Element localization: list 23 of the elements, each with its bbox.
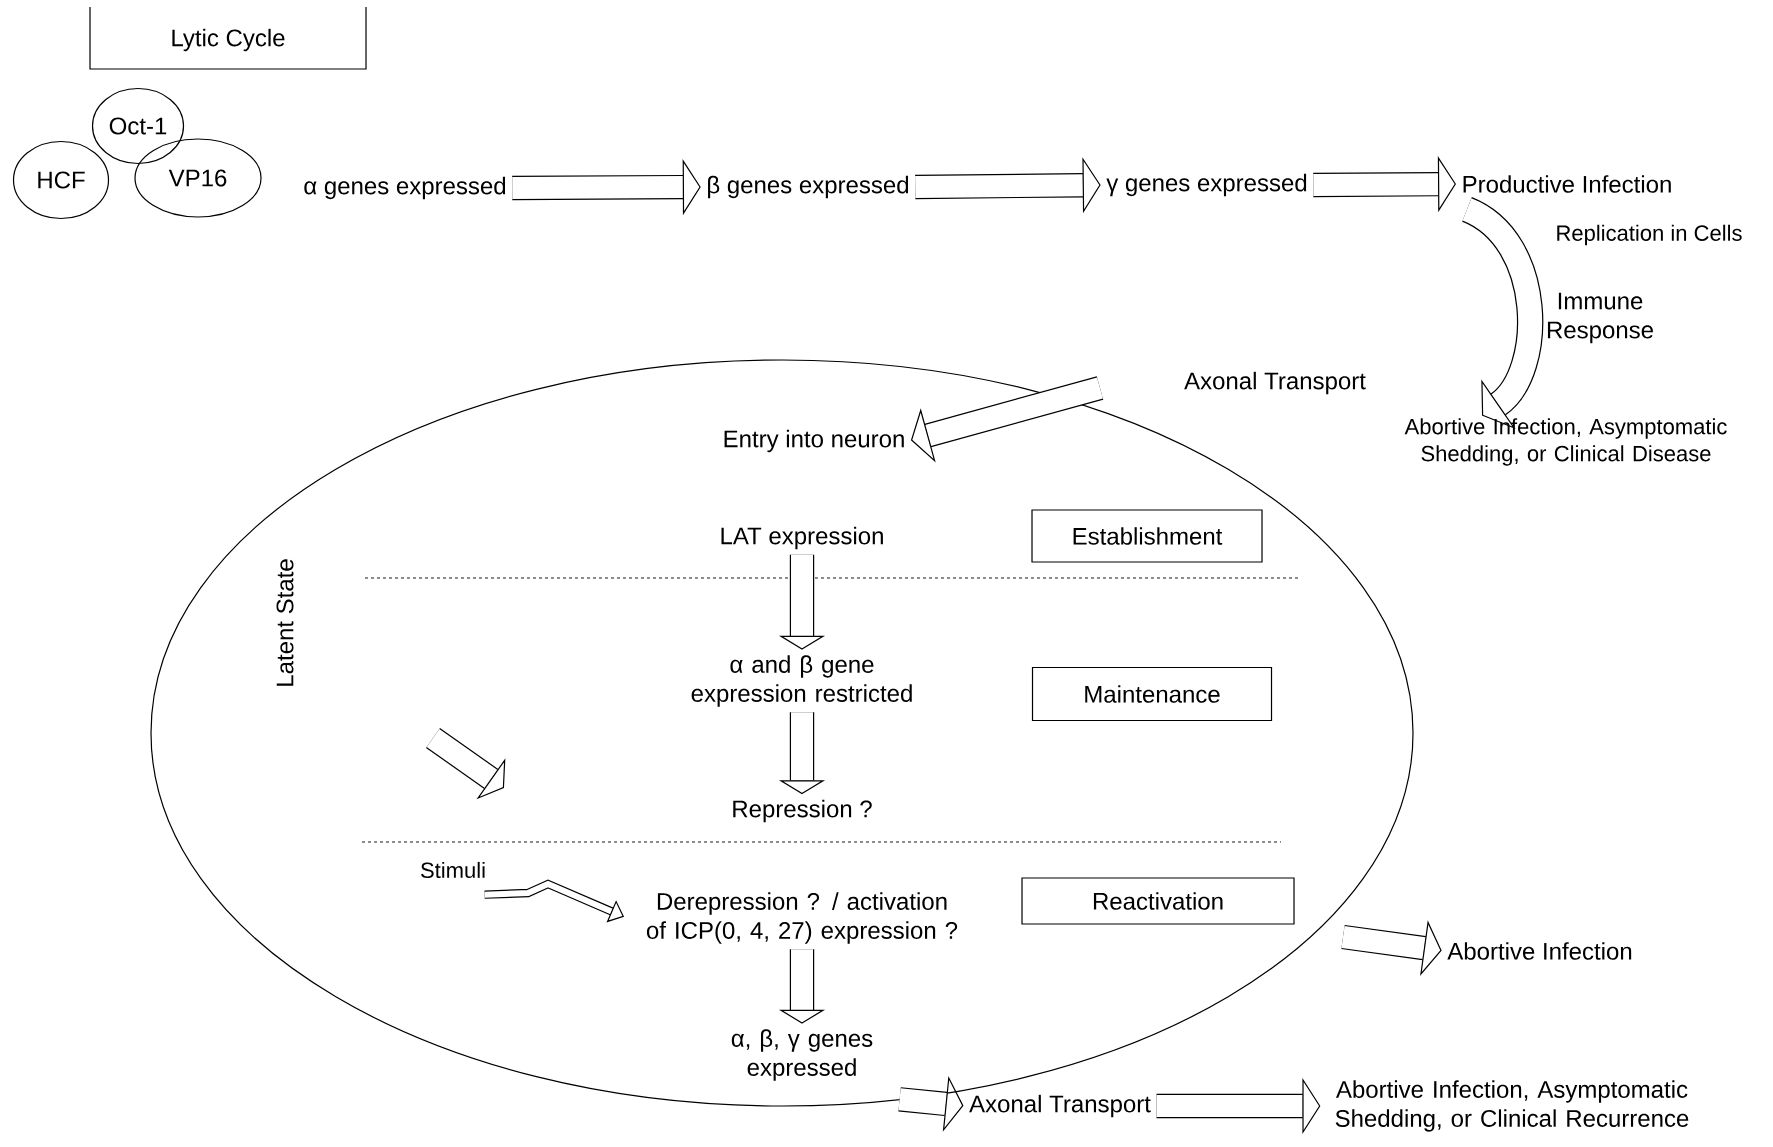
step-text: Abortive Infection, Asymptomatic Shedding, or Clinical Recurrence — [1335, 1080, 1689, 1132]
step-text: Stimuli — [421, 861, 485, 879]
step-text: α and β gene expression restricted — [691, 655, 912, 707]
phase-box: Maintenance — [1031, 666, 1273, 722]
step-text: β genes expressed — [708, 175, 909, 199]
step-text: α, β, γ genes expressed — [731, 1029, 873, 1081]
side-note: Immune Response — [1547, 292, 1653, 344]
step-text: Derepression ? / activation of ICP(0, 4, 27) expression ? — [646, 892, 958, 944]
step-text: Axonal Transport — [969, 1094, 1151, 1118]
side-note: Replication in Cells — [1557, 224, 1742, 246]
step-text: α genes expressed — [304, 176, 506, 200]
title-box: Lytic Cycle — [89, 6, 367, 70]
step-text: Repression ? — [733, 799, 872, 823]
phase-box: Establishment — [1031, 509, 1263, 563]
step-text: Abortive Infection — [1447, 942, 1632, 960]
curved-block-arrow — [1460, 197, 1544, 429]
step-text: Productive Infection — [1463, 175, 1671, 193]
step-text: Abortive Infection, Asymptomatic Shedding, or Clinical Disease — [1404, 418, 1727, 466]
phase-box: Reactivation — [1021, 877, 1295, 925]
step-text: LAT expression — [721, 526, 883, 550]
edge-label: Axonal Transport — [1183, 370, 1367, 396]
step-text: Entry into neuron — [724, 429, 904, 453]
step-text: γ genes expressed — [1106, 173, 1307, 197]
